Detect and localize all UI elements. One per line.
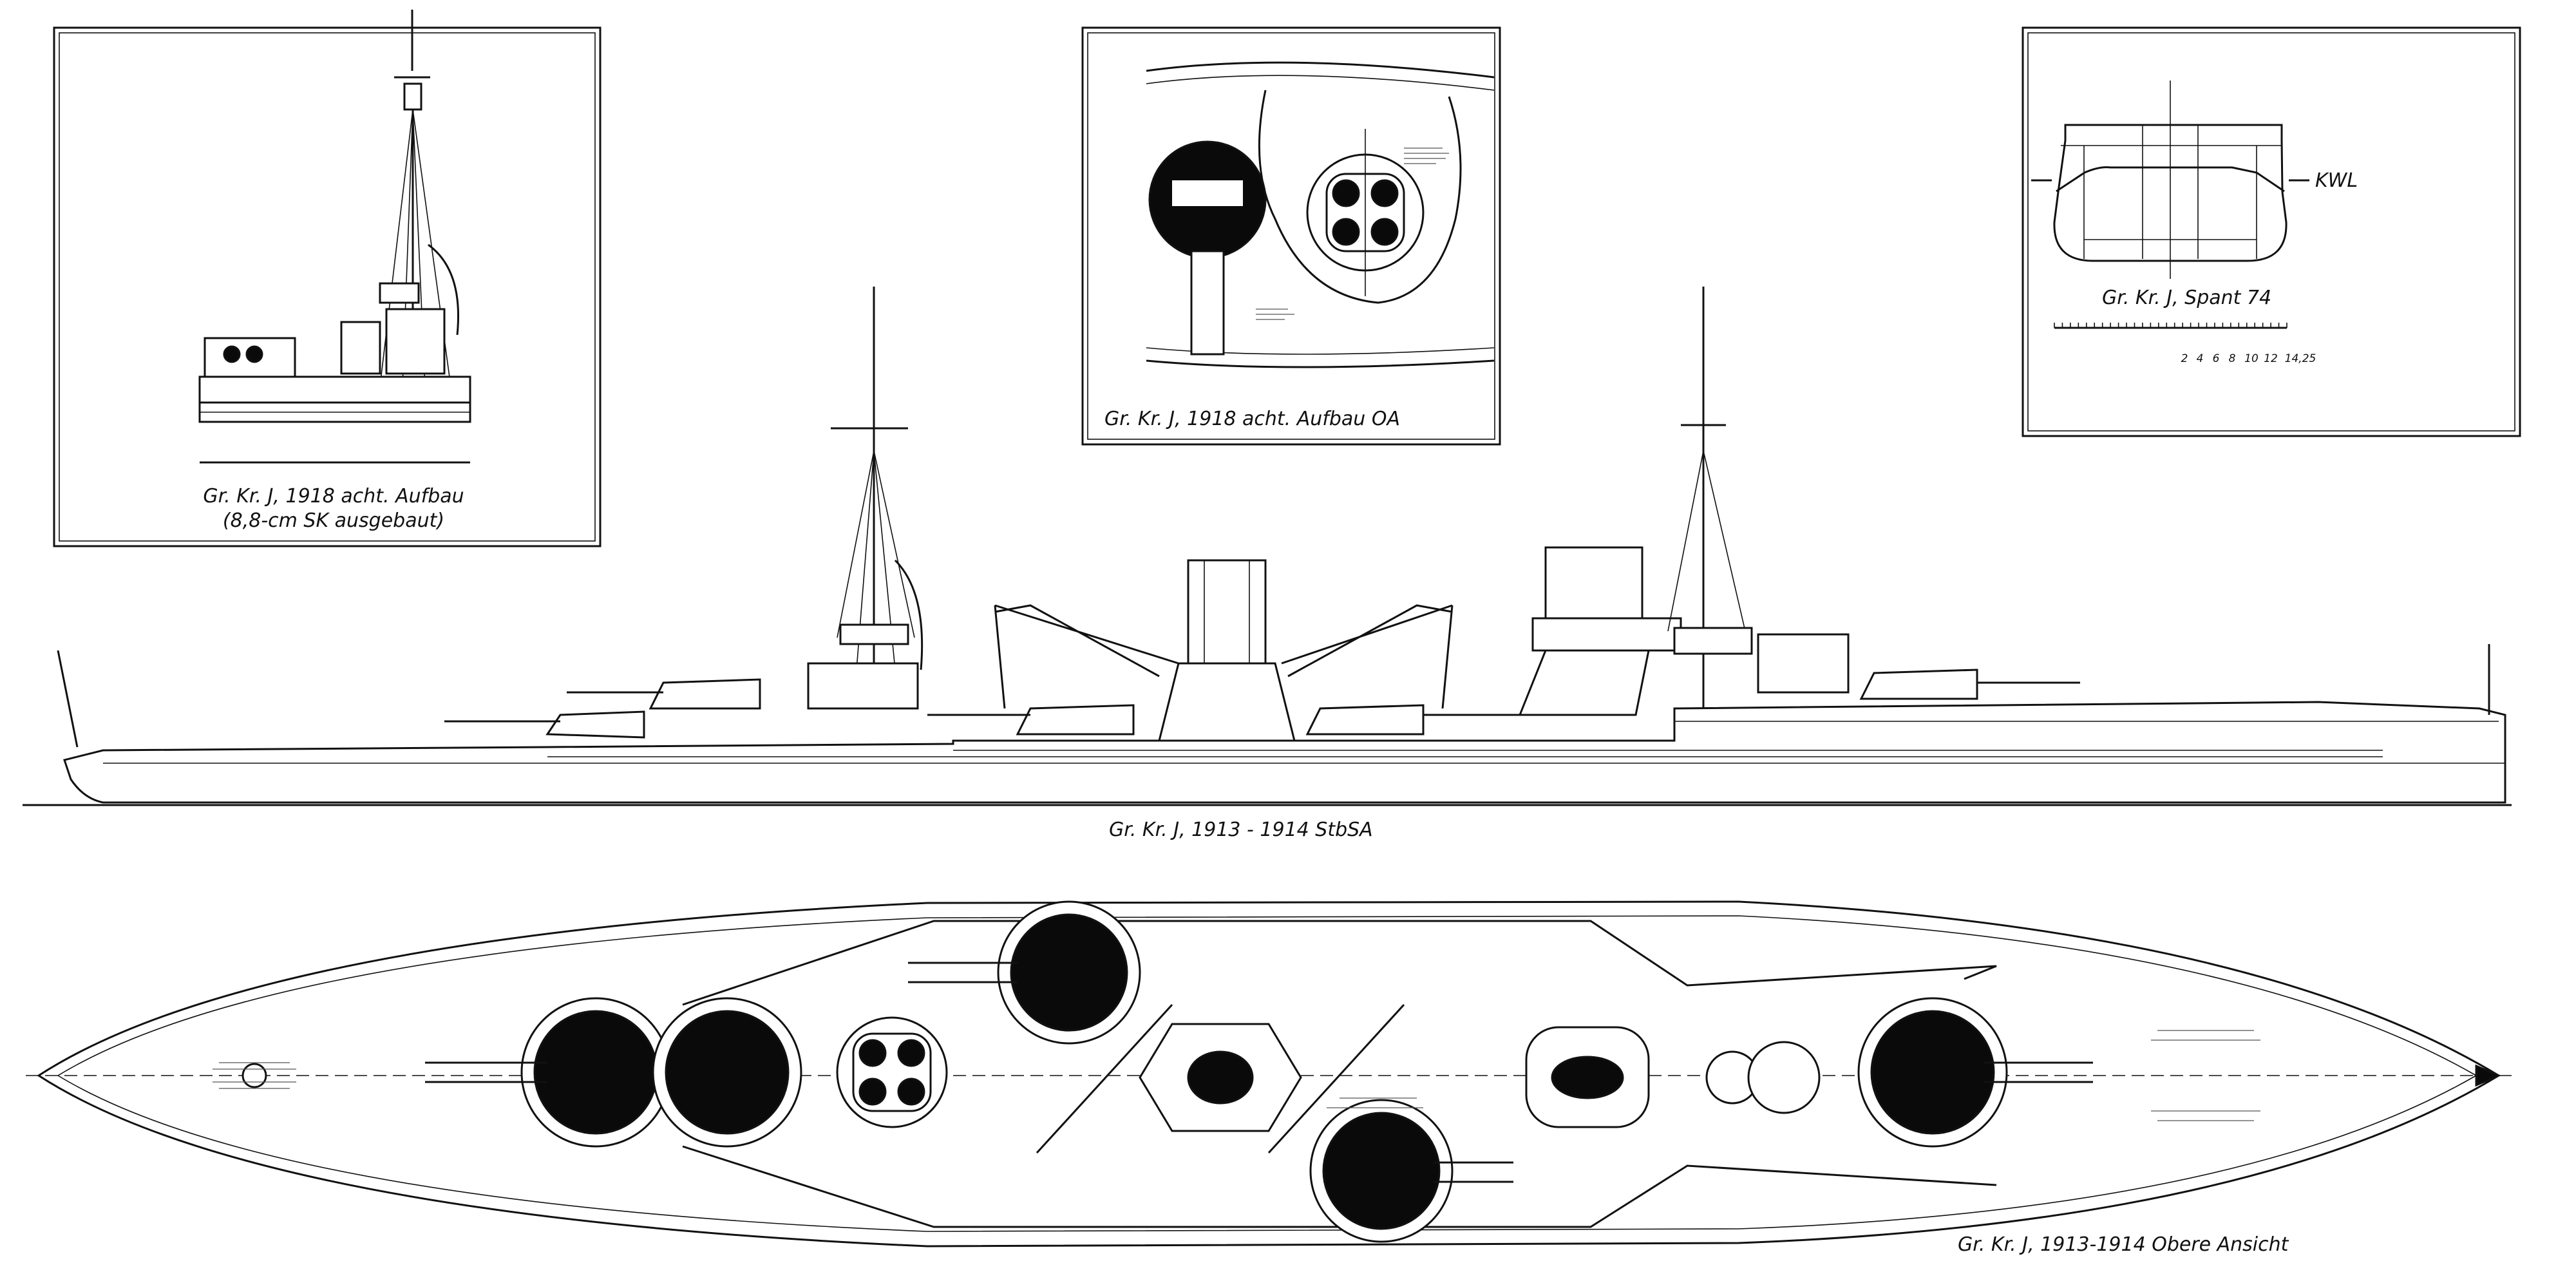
panel-frame-section: KWL Gr. Kr. J, Spant 74 2 4 6 8 10 12 14…	[2022, 26, 2521, 437]
panel-frame	[53, 26, 601, 547]
caption-top-view: Gr. Kr. J, 1913-1914 Obere Ansicht	[1958, 1233, 2289, 1256]
top-plan-view: Gr. Kr. J, 1913-1914 Obere Ansicht	[26, 900, 2512, 1256]
scale-label: 6	[2213, 352, 2220, 365]
superstructure-block	[198, 308, 471, 423]
aft-superstructure	[1757, 633, 1850, 694]
caption-side-view: Gr. Kr. J, 1913 - 1914 StbSA	[1109, 819, 1373, 841]
scale-label: 14,25	[2285, 352, 2316, 365]
panel-frame	[1081, 26, 1501, 446]
hatched-areas	[213, 1030, 2260, 1121]
searchlight-platform-top	[836, 1016, 948, 1128]
waterline-label: KWL	[2315, 169, 2358, 192]
searchlight-platform	[1306, 129, 1425, 296]
scale-bar	[2054, 323, 2287, 329]
scale-label: 2	[2181, 352, 2188, 365]
caption-aft-side-line1: Gr. Kr. J, 1918 acht. Aufbau	[203, 485, 464, 508]
jackstaff	[57, 650, 79, 748]
panel-inner-frame	[59, 32, 596, 542]
scale-label: 10	[2244, 352, 2259, 365]
scale-label: 4	[2197, 352, 2204, 365]
panel-inner-frame	[1087, 32, 1495, 440]
main-turrets-side	[444, 669, 2080, 739]
mainmast	[1518, 287, 1753, 716]
aft-control-top	[1747, 1041, 1821, 1114]
scale-label: 12	[2264, 352, 2278, 365]
panel-aft-superstructure-top: Gr. Kr. J, 1918 acht. Aufbau OA	[1081, 26, 1501, 446]
bow-tip	[2475, 1064, 2501, 1087]
funnel-fore	[1158, 559, 1296, 742]
panel-aft-superstructure-side: Gr. Kr. J, 1918 acht. Aufbau (8,8-cm SK …	[53, 10, 601, 547]
scale-label: 8	[2229, 352, 2236, 365]
caption-aft-side-line2: (8,8-cm SK ausgebaut)	[223, 509, 444, 532]
caption-frame-section: Gr. Kr. J, Spant 74	[2102, 287, 2271, 309]
crane-boom	[1036, 1003, 1173, 1154]
hatched-areas	[1256, 147, 1449, 320]
crane-boom	[1267, 1003, 1405, 1154]
panel-frame	[2022, 26, 2521, 437]
side-elevation-view: Gr. Kr. J, 1913 - 1914 StbSA	[23, 287, 2512, 841]
caption-aft-top: Gr. Kr. J, 1918 acht. Aufbau OA	[1104, 408, 1400, 430]
funnels-top	[1139, 1023, 1650, 1132]
hull-cross-section	[2031, 81, 2309, 279]
main-turrets-top	[425, 900, 2093, 1243]
scale-labels: 2 4 6 8 10 12 14,25	[2181, 352, 2316, 365]
panel-inner-frame	[2027, 32, 2515, 432]
cranes	[994, 604, 1454, 709]
capstan	[242, 1063, 267, 1088]
foremast	[807, 287, 923, 710]
hull-profile	[63, 701, 2506, 804]
gun-barrels	[1190, 250, 1225, 356]
